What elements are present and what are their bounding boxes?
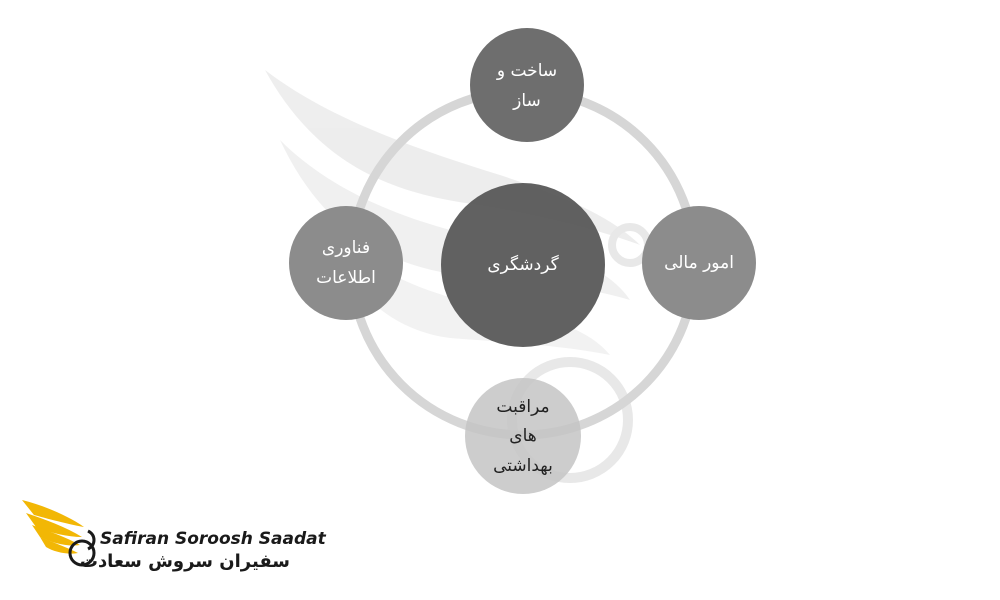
node-it-line-2: اطلاعات bbox=[316, 268, 376, 288]
logo-persian-text: سفیران سروش سعادت bbox=[79, 551, 290, 572]
node-construction-line-2: ساز bbox=[512, 91, 541, 111]
node-construction: ساخت و ساز bbox=[470, 28, 584, 142]
company-logo: Safiran Soroosh Saadat سفیران سروش سعادت bbox=[22, 495, 326, 580]
center-node-tourism: گردشگری bbox=[441, 183, 605, 347]
node-finance-line-1: امور مالی bbox=[664, 253, 734, 273]
node-healthcare-line-2: های bbox=[509, 426, 536, 446]
node-it: فناوری اطلاعات bbox=[289, 206, 403, 320]
node-finance: امور مالی bbox=[642, 206, 756, 320]
node-it-line-1: فناوری bbox=[322, 238, 370, 258]
node-healthcare-line-3: بهداشتی bbox=[493, 456, 553, 476]
node-healthcare: مراقبت های بهداشتی bbox=[465, 378, 581, 494]
node-construction-line-1: ساخت و bbox=[496, 61, 557, 81]
center-node-label: گردشگری bbox=[487, 254, 559, 275]
wing-logo-icon bbox=[22, 500, 96, 567]
logo-latin-text: Safiran Soroosh Saadat bbox=[100, 529, 326, 549]
node-healthcare-line-1: مراقبت bbox=[496, 397, 549, 417]
